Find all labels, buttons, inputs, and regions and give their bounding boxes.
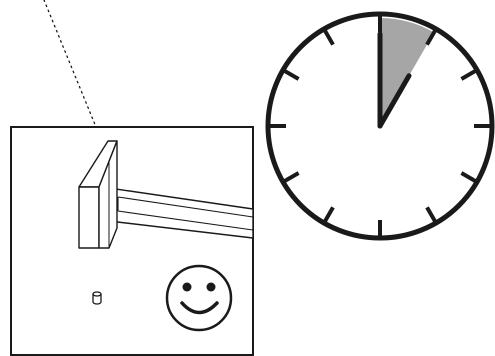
smiley-left-eye [183, 283, 192, 292]
smiley-face-icon [167, 266, 231, 330]
nail-top [93, 292, 101, 296]
nail-head-icon [93, 292, 101, 304]
hammer-panel [11, 127, 253, 355]
dotted-connector-line [44, 0, 96, 127]
smiley-outline [167, 266, 231, 330]
clock [268, 14, 492, 238]
hammer-head-front [79, 187, 99, 248]
smiley-right-eye [207, 283, 216, 292]
